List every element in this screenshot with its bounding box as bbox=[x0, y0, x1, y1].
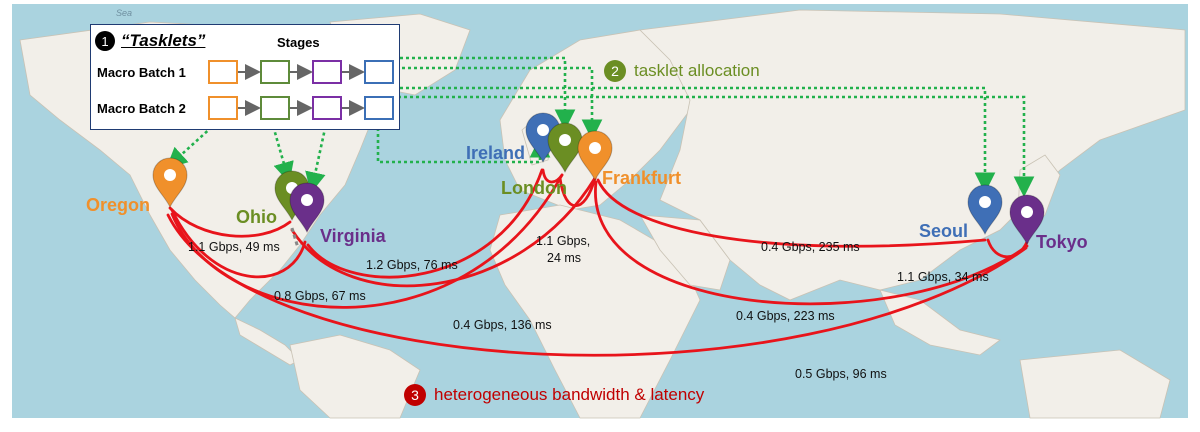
batch1-stage3 bbox=[312, 60, 342, 84]
city-label-london: London bbox=[501, 178, 567, 198]
link-label: 24 ms bbox=[547, 251, 582, 265]
link-label: 0.4 Gbps, 235 ms bbox=[761, 240, 860, 254]
link-oregon-tokyo bbox=[166, 213, 1028, 357]
city-label-seoul: Seoul bbox=[919, 221, 969, 241]
pin-seoul bbox=[967, 184, 1003, 236]
link-frankfurt-seoul bbox=[596, 178, 987, 248]
step-3-label: 3 heterogeneous bandwidth & latency bbox=[404, 384, 704, 406]
step-3-text: heterogeneous bandwidth & latency bbox=[434, 385, 705, 404]
link-label: 1.2 Gbps, 76 ms bbox=[366, 258, 458, 272]
pin-frankfurt bbox=[577, 130, 613, 182]
tasklets-legend: 1 “Tasklets” Stages Macro Batch 1 Macro … bbox=[90, 24, 400, 130]
city-label-ireland: Ireland bbox=[466, 143, 526, 163]
link-frankfurt-tokyo bbox=[594, 180, 1029, 306]
city-pins bbox=[152, 112, 1045, 246]
stage-pipeline bbox=[208, 60, 394, 120]
step-2-badge: 2 bbox=[604, 60, 626, 82]
link-label: 1.1 Gbps, bbox=[536, 234, 591, 248]
link-label: 1.1 Gbps, 34 ms bbox=[897, 270, 989, 284]
arrow-to-ohio bbox=[268, 114, 294, 183]
batch2-stage2 bbox=[260, 96, 290, 120]
step-1-badge: 1 bbox=[95, 31, 115, 51]
macro-batch-2-label: Macro Batch 2 bbox=[97, 101, 186, 116]
link-virginia-ireland bbox=[306, 168, 544, 279]
ohio-virginia-connector bbox=[290, 227, 300, 249]
pin-ireland bbox=[525, 112, 561, 164]
link-label: 0.5 Gbps, 96 ms bbox=[795, 367, 887, 381]
macro-batch-1-label: Macro Batch 1 bbox=[97, 65, 186, 80]
pin-virginia bbox=[289, 182, 325, 234]
step-2-text: tasklet allocation bbox=[634, 61, 760, 80]
legend-title: 1 “Tasklets” bbox=[95, 31, 205, 51]
city-label-oregon: Oregon bbox=[86, 195, 151, 215]
batch2-stage4 bbox=[364, 96, 394, 120]
link-ohio-frankfurt bbox=[290, 176, 597, 288]
step-3-badge: 3 bbox=[404, 384, 426, 406]
batch1-stage1 bbox=[208, 60, 238, 84]
legend-title-text: “Tasklets” bbox=[121, 31, 206, 50]
network-links bbox=[166, 168, 1029, 357]
sea-label: Sea bbox=[116, 8, 133, 18]
city-label-tokyo: Tokyo bbox=[1036, 232, 1088, 252]
link-oregon-ohio bbox=[168, 206, 292, 238]
link-label: 1.1 Gbps, 49 ms bbox=[188, 240, 280, 254]
asia bbox=[639, 9, 1186, 301]
step-2-label: 2 tasklet allocation bbox=[604, 60, 760, 82]
link-label: 0.4 Gbps, 136 ms bbox=[453, 318, 552, 332]
arrow-to-tokyo bbox=[392, 95, 1035, 198]
batch1-stage4 bbox=[364, 60, 394, 84]
pin-oregon bbox=[152, 157, 188, 209]
city-label-frankfurt: Frankfurt bbox=[602, 168, 682, 188]
arrow-to-seoul bbox=[340, 86, 996, 194]
batch2-stage1 bbox=[208, 96, 238, 120]
link-label: 0.8 Gbps, 67 ms bbox=[274, 289, 366, 303]
arrow-to-frankfurt bbox=[288, 66, 603, 141]
australia bbox=[1019, 349, 1171, 419]
batch1-stage2 bbox=[260, 60, 290, 84]
pin-tokyo bbox=[1009, 194, 1045, 246]
africa bbox=[489, 204, 701, 419]
pin-london bbox=[547, 122, 583, 174]
stages-header: Stages bbox=[277, 35, 320, 50]
link-label: 0.4 Gbps, 223 ms bbox=[736, 309, 835, 323]
batch2-stage3 bbox=[312, 96, 342, 120]
city-label-virginia: Virginia bbox=[320, 226, 386, 246]
link-london-frankfurt bbox=[558, 176, 597, 208]
link-oregon-virginia bbox=[170, 208, 307, 279]
city-label-ohio: Ohio bbox=[236, 207, 277, 227]
link-ireland-london bbox=[541, 168, 564, 184]
